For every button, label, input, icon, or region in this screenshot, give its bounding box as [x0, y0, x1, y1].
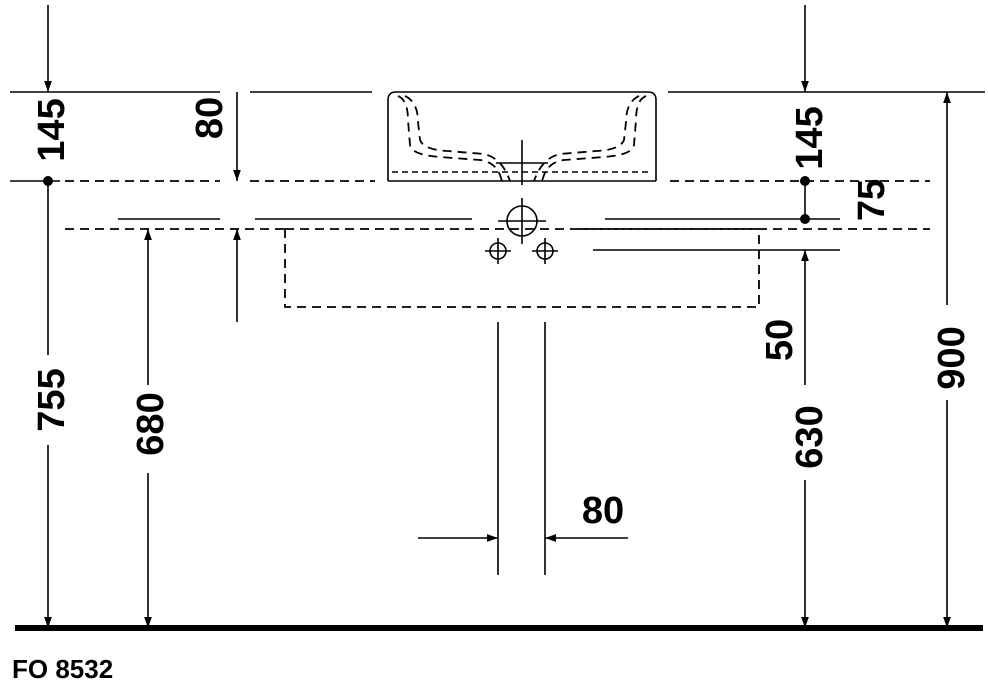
water-valve-left [485, 238, 511, 264]
dim-label-145-right: 145 [789, 106, 831, 169]
drain-outlet [498, 198, 546, 244]
reference-code: FO 8532 [12, 654, 113, 684]
basin [387, 91, 657, 185]
dim-label-50: 50 [759, 319, 801, 361]
dim-point-right-top [800, 176, 810, 186]
vanity-cabinet-outline [284, 228, 760, 308]
dim-label-630: 630 [789, 405, 831, 468]
dim-label-80-top: 80 [189, 97, 231, 139]
dim-point-right-75 [800, 214, 810, 224]
dim-label-755: 755 [31, 368, 73, 431]
dim-label-80-bottom: 80 [582, 490, 624, 532]
dim-label-900: 900 [931, 326, 973, 389]
dim-label-75: 75 [851, 179, 893, 221]
dim-point-left [43, 176, 53, 186]
dim-label-680: 680 [130, 392, 172, 455]
dim-label-145-left: 145 [31, 98, 73, 161]
water-valve-right [532, 238, 558, 264]
